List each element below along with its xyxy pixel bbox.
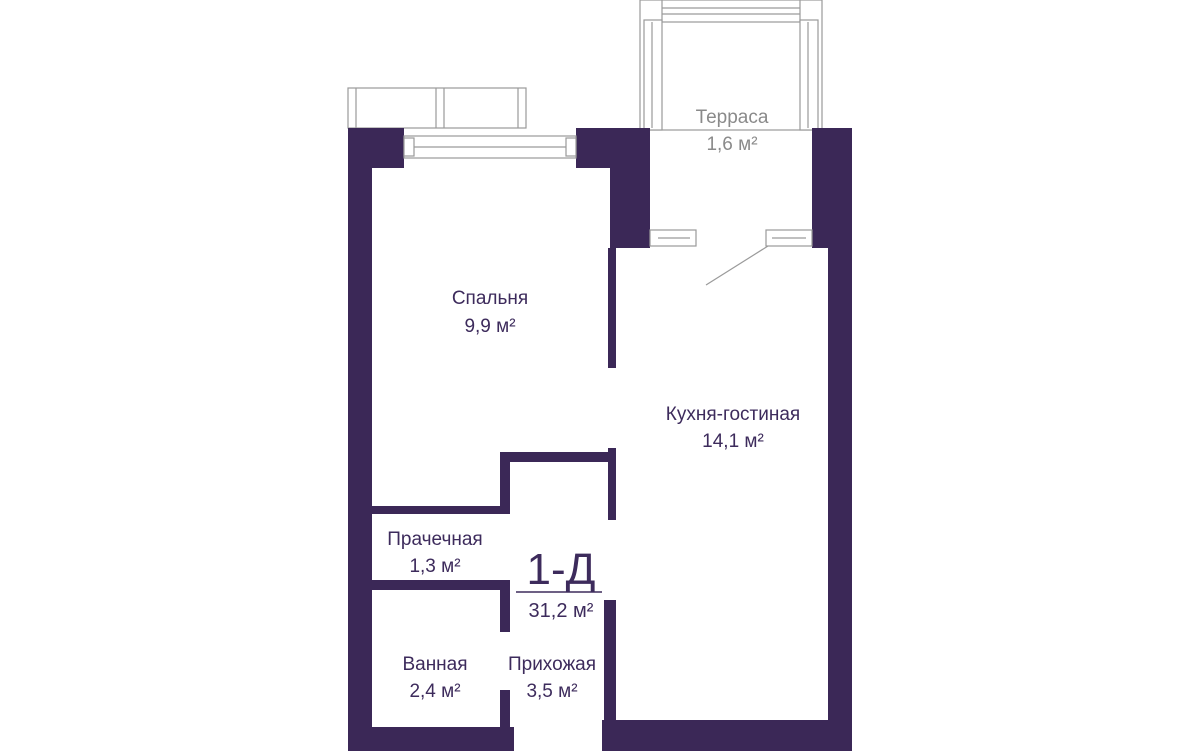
kitchen-living-area: 14,1 м² — [702, 431, 764, 452]
laundry-area: 1,3 м² — [409, 556, 460, 577]
laundry-name: Прачечная — [387, 529, 482, 550]
kitchen-living-name: Кухня-гостиная — [666, 404, 800, 425]
terrace-door — [649, 229, 813, 286]
terrace-area: 1,6 м² — [706, 134, 757, 155]
terrace-name: Терраса — [696, 107, 769, 128]
hallway-area: 3,5 м² — [526, 681, 577, 702]
unit-area: 31,2 м² — [529, 600, 594, 622]
balcony-railing — [347, 87, 527, 129]
unit-title: 1-Д — [527, 545, 596, 594]
bathroom-area: 2,4 м² — [409, 681, 460, 702]
bedroom-name: Спальня — [452, 288, 528, 309]
hallway-name: Прихожая — [508, 654, 596, 675]
bedroom-area: 9,9 м² — [464, 316, 515, 337]
bedroom-window — [403, 135, 577, 159]
terrace-frame — [639, 0, 823, 131]
bathroom-name: Ванная — [402, 654, 467, 675]
walls — [348, 128, 852, 751]
